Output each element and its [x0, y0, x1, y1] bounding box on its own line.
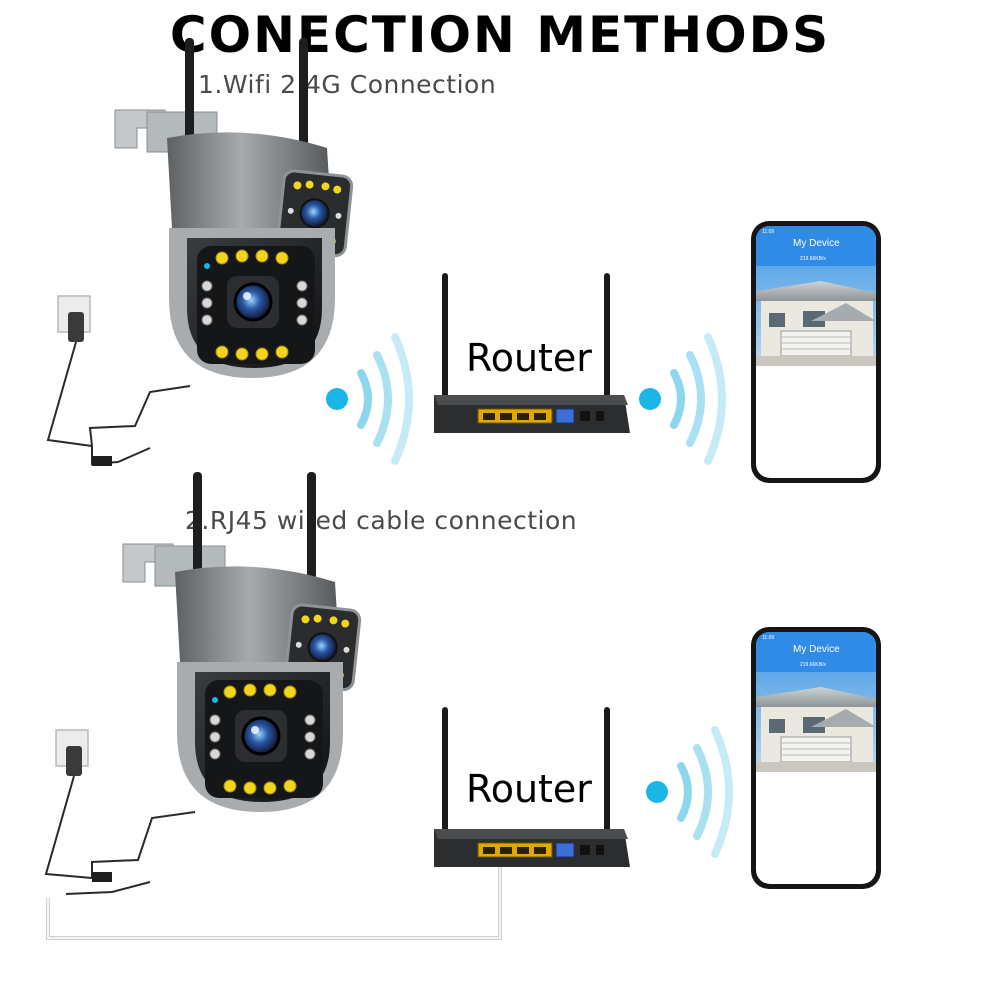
wifi-signal-icon [326, 337, 409, 461]
wifi-signal-icon [639, 337, 722, 461]
camera-wired [121, 470, 363, 814]
section-label-rj45: 2.RJ45 wired cable connection [185, 506, 578, 535]
page-title: CONECTION METHODS [169, 6, 831, 64]
router-label: Router [466, 336, 592, 380]
router-label: Router [466, 767, 592, 811]
phone-time: 11:09 [762, 635, 774, 641]
phone-2: 11:09 My Device 219.66KB/s [750, 626, 882, 890]
wifi-signal-icon [646, 730, 729, 854]
phone-speed: 219.66KB/s [800, 662, 826, 668]
camera-wifi [113, 36, 355, 380]
phone-time: 11:09 [762, 229, 774, 235]
phone-speed: 219.66KB/s [800, 256, 826, 262]
power-cable-2 [44, 775, 196, 879]
wall-outlet-2 [55, 729, 89, 776]
phone-1: 11:09 My Device 219.66KB/s [750, 220, 882, 484]
cable-connector [92, 872, 112, 882]
cable-connector [92, 456, 112, 466]
power-cable-1 [46, 341, 191, 466]
phone-title: My Device [793, 644, 840, 655]
section-label-wifi: 1.Wifi 2.4G Connection [198, 70, 497, 99]
wall-outlet-1 [57, 295, 91, 342]
phone-title: My Device [793, 238, 840, 249]
